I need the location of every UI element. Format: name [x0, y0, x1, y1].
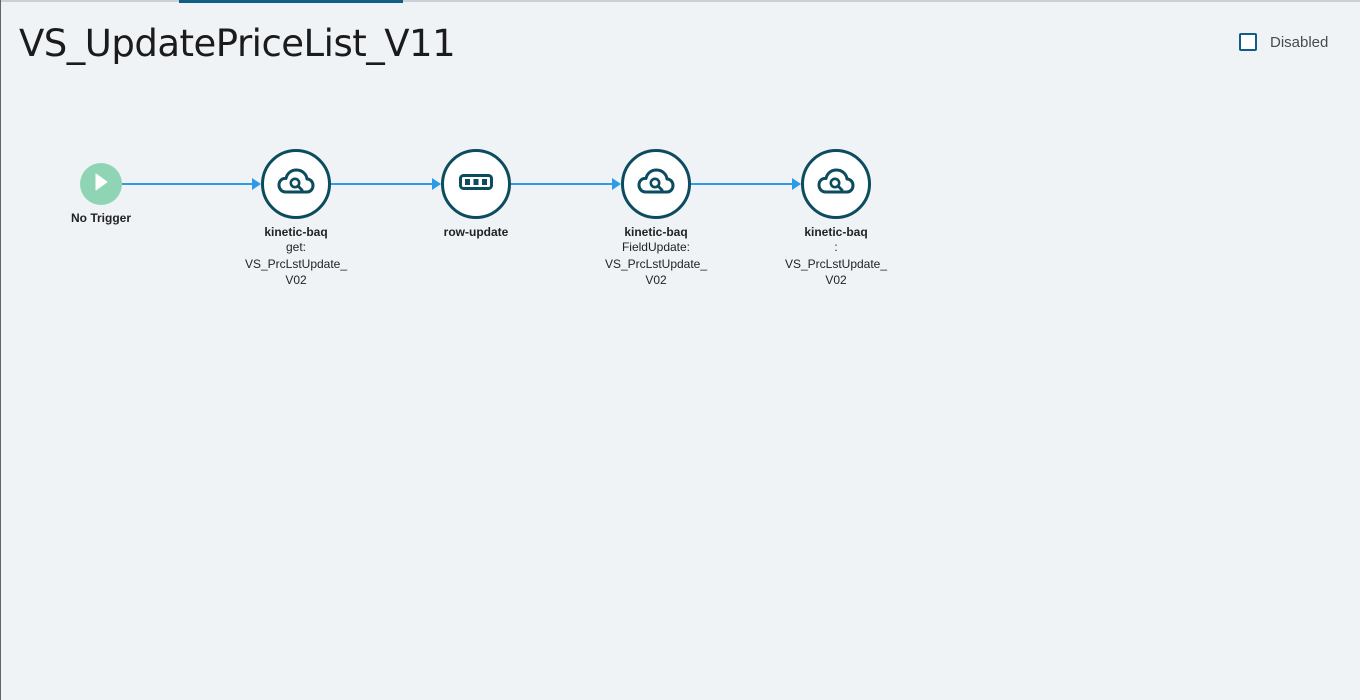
- arrowhead-node-1: [252, 178, 261, 190]
- cloud-search-icon: [817, 168, 855, 201]
- disabled-checkbox[interactable]: Disabled: [1239, 33, 1328, 51]
- node-sub-line: V02: [285, 273, 307, 287]
- trigger-circle[interactable]: [80, 163, 122, 205]
- node-title: kinetic-baq: [624, 225, 688, 239]
- node-sub-line: V02: [825, 273, 847, 287]
- node-subtitle: get: VS_PrcLstUpdate_ V02: [216, 239, 376, 289]
- cloud-search-icon: [637, 168, 675, 201]
- row-update-icon: [459, 173, 493, 195]
- cloud-search-icon: [277, 168, 315, 201]
- connector-node-3-to-node-4: [691, 183, 793, 185]
- connector-node-1-to-node-2: [331, 183, 433, 185]
- active-tab-indicator: [179, 0, 403, 3]
- node-sub-line: :: [834, 240, 838, 254]
- arrowhead-node-4: [792, 178, 801, 190]
- node-sub-line: get:: [285, 240, 306, 254]
- node-sub-line: VS_PrcLstUpdate_: [244, 256, 348, 271]
- node-circle[interactable]: [621, 149, 691, 219]
- disabled-label: Disabled: [1270, 33, 1329, 51]
- node-title: kinetic-baq: [804, 225, 868, 239]
- checkbox-box[interactable]: [1239, 33, 1257, 51]
- node-circle[interactable]: [441, 149, 511, 219]
- play-icon: [94, 173, 108, 196]
- trigger-label: No Trigger: [70, 211, 131, 225]
- node-circle[interactable]: [801, 149, 871, 219]
- node-title: row-update: [443, 225, 509, 239]
- arrowhead-node-2: [432, 178, 441, 190]
- page-title: VS_UpdatePriceList_V11: [19, 22, 456, 65]
- node-title: kinetic-baq: [264, 225, 328, 239]
- node-subtitle: FieldUpdate: VS_PrcLstUpdate_ V02: [576, 239, 736, 289]
- connector-trigger-to-node-1: [122, 183, 253, 185]
- arrowhead-node-3: [612, 178, 621, 190]
- node-sub-line: VS_PrcLstUpdate_: [604, 256, 708, 271]
- node-sub-line: FieldUpdate:: [621, 240, 691, 254]
- connector-node-2-to-node-3: [511, 183, 613, 185]
- node-sub-line: VS_PrcLstUpdate_: [784, 256, 888, 271]
- node-subtitle: : VS_PrcLstUpdate_ V02: [756, 239, 916, 289]
- node-circle[interactable]: [261, 149, 331, 219]
- top-border: [1, 0, 1360, 2]
- node-sub-line: V02: [645, 273, 667, 287]
